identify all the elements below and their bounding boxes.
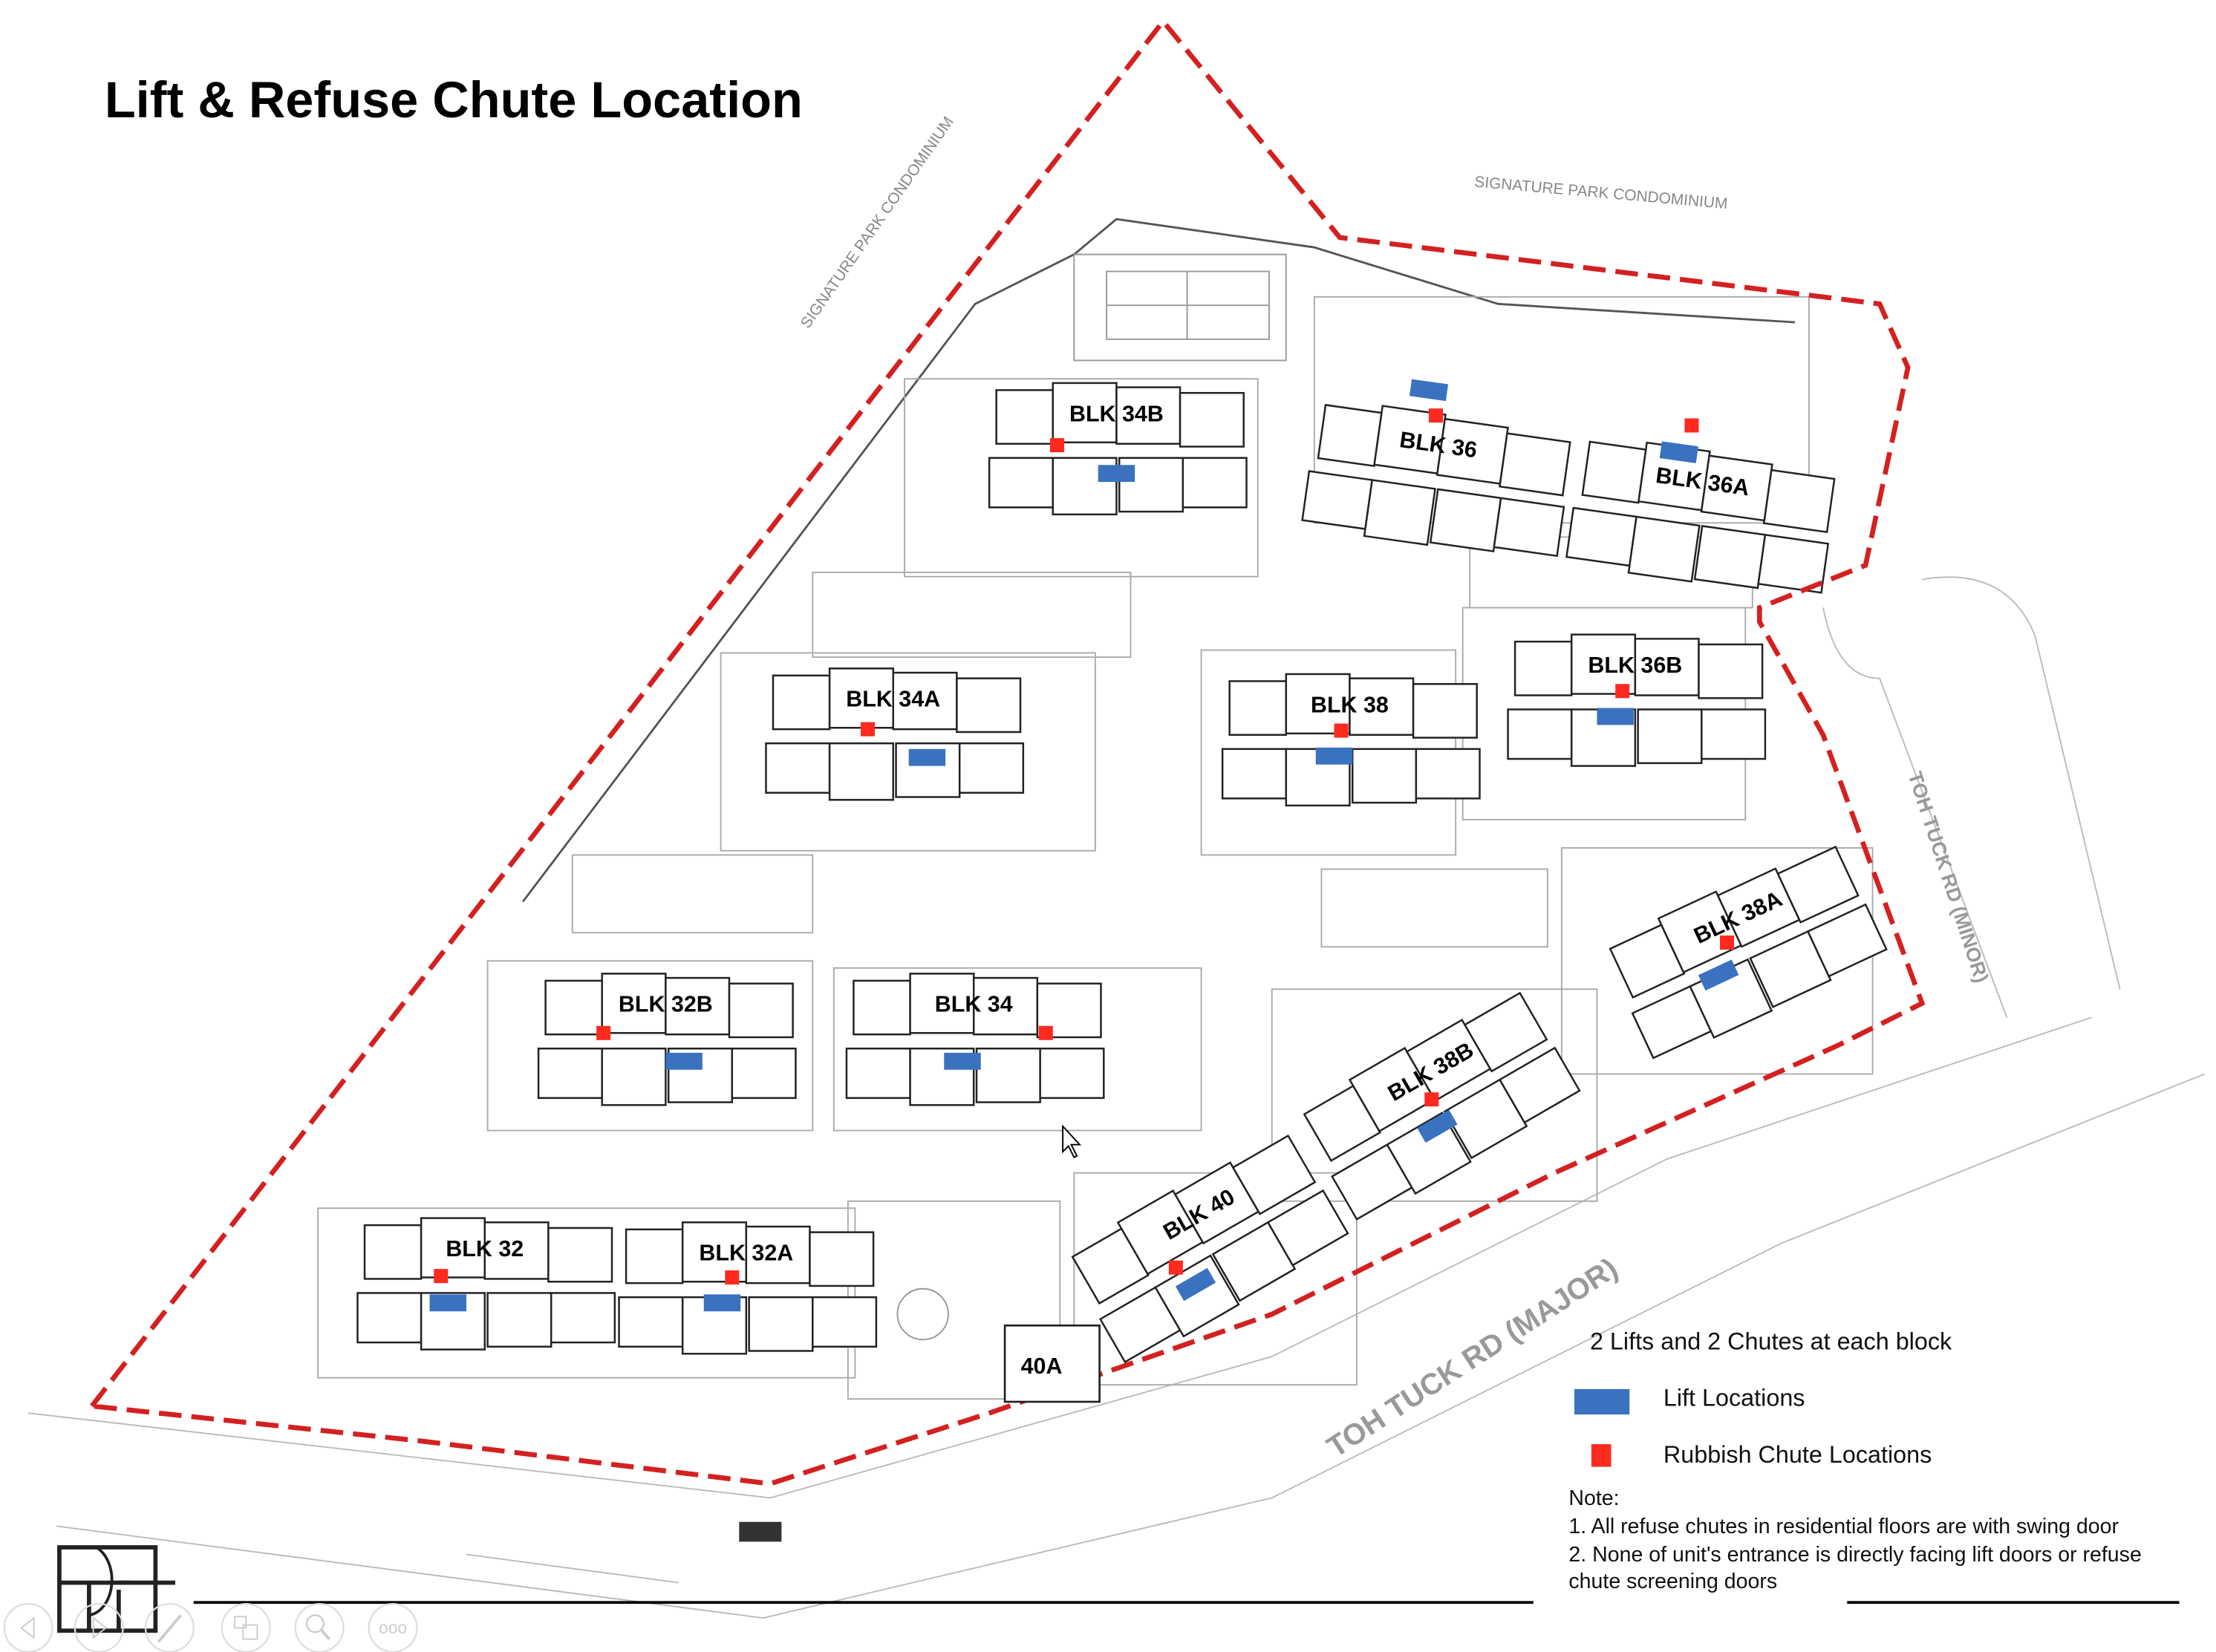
lift-marker [1098, 465, 1135, 483]
chute-marker [1168, 1260, 1183, 1275]
road-label-minor: TOH TUCK RD (MINOR) [1903, 769, 1992, 986]
building-blk-32 [356, 1217, 616, 1351]
block-label: BLK 32 [446, 1236, 524, 1261]
lift-marker [1409, 379, 1449, 402]
chute-marker [1684, 418, 1699, 433]
note-line-1: 1. All refuse chutes in residential floo… [1568, 1515, 2119, 1538]
building-blk-38 [1221, 673, 1481, 807]
building-blk-36a [1565, 440, 1836, 594]
lift-marker [944, 1052, 981, 1070]
lift-marker [1659, 441, 1698, 463]
chute-marker [1049, 438, 1065, 453]
note-heading: Note: [1568, 1486, 1619, 1510]
building-blk-38b [1303, 991, 1581, 1221]
lift-marker [1597, 708, 1634, 725]
building-blk-36 [1301, 404, 1571, 558]
zoom-icon[interactable] [294, 1603, 345, 1652]
site-outline [521, 218, 1795, 903]
lift-marker [1315, 747, 1353, 765]
block-label: BLK 34 [935, 992, 1013, 1017]
road-label-major: TOH TUCK RD (MAJOR) [1321, 1252, 1623, 1464]
plaza-circle [896, 1287, 949, 1341]
building-blk-40 [1071, 1134, 1349, 1364]
building-blk-34a [765, 667, 1025, 801]
lift-marker [703, 1294, 741, 1312]
lift-marker [429, 1294, 467, 1312]
block-label: BLK 32B [619, 992, 713, 1017]
lift-marker [908, 748, 946, 766]
gate-marker [739, 1521, 782, 1542]
mouse-cursor-icon [1062, 1124, 1082, 1159]
building-blk-32b [537, 973, 797, 1106]
chute-marker [1038, 1025, 1053, 1040]
slide-title: Lift & Refuse Chute Location [105, 71, 803, 128]
block-label: BLK 34A [846, 687, 940, 712]
block-label: BLK 34B [1069, 401, 1164, 426]
legend-chute-label: Rubbish Chute Locations [1663, 1441, 1932, 1468]
chute-marker [1424, 1092, 1439, 1107]
lift-swatch [1574, 1388, 1630, 1415]
block-label: BLK 36B [1588, 653, 1682, 678]
legend-heading: 2 Lifts and 2 Chutes at each block [1590, 1328, 1952, 1355]
svg-text:ooo: ooo [379, 1618, 407, 1637]
lift-marker [665, 1052, 703, 1070]
chute-marker [860, 722, 875, 737]
building-blk-36b [1507, 633, 1767, 767]
chute-marker [725, 1270, 740, 1285]
chute-marker [596, 1025, 611, 1040]
tennis-court [1073, 253, 1287, 362]
lift-marker [1417, 1109, 1458, 1143]
surrounding-roads [27, 576, 2206, 1619]
more-icon[interactable]: ooo [368, 1603, 418, 1652]
chute-swatch [1591, 1444, 1612, 1467]
building-blk-34 [845, 973, 1105, 1106]
legend-lift-label: Lift Locations [1663, 1385, 1805, 1411]
note-line-3: chute screening doors [1568, 1570, 1777, 1593]
slides-grid-icon[interactable] [221, 1603, 271, 1652]
legend: 2 Lifts and 2 Chutes at each block Lift … [1568, 1328, 2141, 1594]
chute-marker [1428, 408, 1444, 423]
lift-chute-markers [429, 379, 1739, 1312]
block-label: 40A [1021, 1354, 1063, 1379]
site-boundary [90, 17, 1926, 1486]
note-line-2: 2. None of unit's entrance is directly f… [1568, 1543, 2141, 1567]
neighbour-label-north: SIGNATURE PARK CONDOMINIUM [1473, 173, 1728, 212]
building-footprints [356, 382, 1888, 1364]
chute-marker [1334, 723, 1349, 738]
slideshow-controls: ooo [3, 1603, 418, 1652]
company-logo [57, 1545, 175, 1633]
pen-icon[interactable] [144, 1603, 195, 1652]
building-blk-38a [1609, 845, 1888, 1060]
neighbour-label-west: SIGNATURE PARK CONDOMINIUM [798, 114, 957, 331]
block-40a-box [1003, 1324, 1101, 1403]
chute-marker [434, 1269, 449, 1284]
block-label: BLK 38 [1311, 692, 1389, 717]
previous-icon[interactable] [3, 1603, 53, 1652]
chute-marker [1720, 935, 1735, 950]
chute-marker [1615, 684, 1630, 699]
building-blk-34b [988, 382, 1248, 516]
lift-marker [1175, 1267, 1216, 1302]
site-grounds [317, 296, 1874, 1400]
block-label: BLK 32A [699, 1241, 793, 1266]
lift-marker [1698, 959, 1739, 991]
